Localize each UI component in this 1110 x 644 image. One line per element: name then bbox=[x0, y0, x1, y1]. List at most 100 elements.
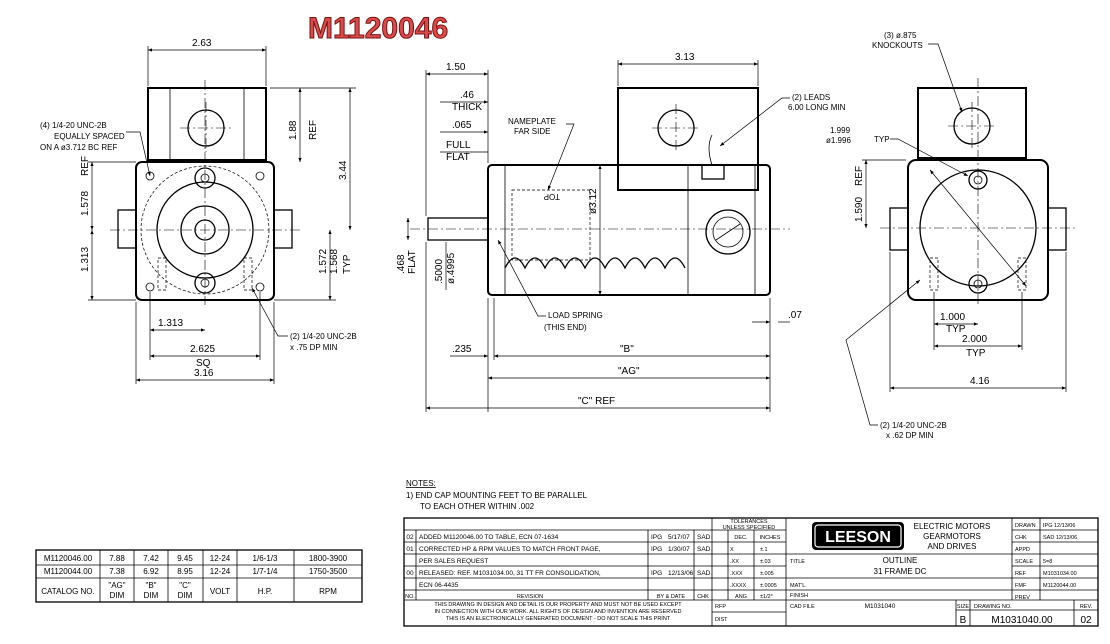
size-value: B bbox=[960, 615, 967, 626]
block-label: DRAWN bbox=[1015, 523, 1036, 529]
tol-key: .XX bbox=[730, 559, 739, 565]
catalog-cell: M1120044.00 bbox=[44, 567, 93, 576]
block-label: APPD bbox=[1015, 547, 1030, 553]
dim-rear-typ: TYP bbox=[874, 135, 890, 144]
dim-b: "B" bbox=[620, 344, 634, 355]
catalog-header: "C" bbox=[179, 581, 191, 590]
revision-date: 5/17/07 bbox=[668, 534, 690, 541]
revision-header-chk: CHK bbox=[697, 594, 709, 600]
dim-c: "C" REF bbox=[578, 396, 615, 407]
dim-1-590: 1.590 bbox=[854, 197, 865, 222]
dim-3-44: 3.44 bbox=[338, 160, 349, 180]
block-value: 5=8 bbox=[1043, 559, 1052, 565]
revision-by: IPG bbox=[651, 546, 662, 553]
block-label: REF bbox=[1015, 571, 1027, 577]
dim-1-572: 1.572 bbox=[318, 249, 329, 274]
revision-no: 00 bbox=[406, 570, 414, 577]
dim-1-996: ø1.996 bbox=[826, 136, 851, 145]
leads-1: (2) LEADS bbox=[792, 93, 830, 102]
dim-235: .235 bbox=[452, 344, 472, 355]
side-view: TOP 1.50 3.13 .46 THICK .065 FULL FLAT .… bbox=[396, 52, 846, 412]
dim-4995: ø.4995 bbox=[446, 252, 457, 284]
catalog-header: H.P. bbox=[258, 587, 273, 596]
notes-line-2: TO EACH OTHER WITHIN .002 bbox=[420, 502, 535, 511]
revision-text: CORRECTED HP & RPM VALUES TO MATCH FRONT… bbox=[419, 546, 601, 553]
revision-date: 12/13/06 bbox=[668, 570, 694, 577]
knockouts-2: KNOCKOUTS bbox=[872, 41, 923, 50]
title-line: OUTLINE bbox=[883, 556, 918, 565]
dim-1-50: 1.50 bbox=[446, 62, 466, 73]
revision-header-no: NO. bbox=[405, 594, 415, 600]
dim-46: .46 bbox=[460, 90, 474, 101]
dim-1-313-h: 1.313 bbox=[158, 318, 183, 329]
tol-val: ±.03 bbox=[760, 559, 771, 565]
catalog-header: DIM bbox=[110, 591, 125, 600]
block-value: SAD 12/13/06 bbox=[1043, 535, 1077, 541]
catalog-header: DIM bbox=[144, 591, 159, 600]
block-label: FMF bbox=[1015, 583, 1027, 589]
block-label: PREV bbox=[1015, 595, 1030, 601]
conduit-box bbox=[147, 87, 267, 161]
dim-1-578: 1.578 bbox=[80, 191, 91, 216]
revision-no: 01 bbox=[406, 546, 414, 553]
catalog-header: CATALOG NO. bbox=[41, 587, 95, 596]
dim-468-flat: FLAT bbox=[407, 250, 418, 274]
matl-label: MAT'L. bbox=[790, 583, 807, 589]
catalog-cell: 7.88 bbox=[109, 554, 125, 563]
dim-3-13: 3.13 bbox=[675, 52, 695, 63]
load-spring-2: (THIS END) bbox=[544, 323, 587, 332]
load-spring-1: LOAD SPRING bbox=[548, 311, 603, 320]
block-value: IPG 12/13/06 bbox=[1043, 523, 1075, 529]
dist-label: DIST bbox=[715, 617, 728, 623]
dim-1-999: 1.999 bbox=[830, 126, 851, 135]
catalog-header: "AG" bbox=[108, 581, 125, 590]
revision-text: PER SALES REQUEST bbox=[419, 558, 488, 565]
revision-by: IPG bbox=[651, 534, 662, 541]
tol-key: X bbox=[730, 547, 734, 553]
rear-end-view: (3) ø.875 KNOCKOUTS 1.999 ø1.996 TYP 1.5… bbox=[826, 31, 1075, 440]
title-label: TITLE bbox=[790, 559, 805, 565]
dim-468: .468 bbox=[396, 254, 407, 274]
front-end-view: 2.63 1.88 REF 3.44 1.578 REF 1.313 1.572… bbox=[40, 38, 357, 384]
company-line: ELECTRIC MOTORS bbox=[914, 522, 991, 531]
dim-4-16: 4.16 bbox=[970, 376, 990, 387]
revision-chk: SAD bbox=[697, 546, 711, 553]
dim-1-568: 1.568 bbox=[329, 249, 340, 274]
dim-1-313-v: 1.313 bbox=[80, 247, 91, 272]
revision-chk: SAD bbox=[697, 570, 711, 577]
dim-2-625: 2.625 bbox=[190, 344, 215, 355]
revision-date: 1/30/07 bbox=[668, 546, 690, 553]
part-number: M1120046 bbox=[308, 12, 448, 45]
size-label: SIZE bbox=[957, 604, 970, 610]
note-holes-1: (4) 1/4-20 UNC-2B bbox=[40, 121, 107, 130]
rear-conduit-box bbox=[917, 87, 1027, 159]
tol-header: UNLESS SPECIFIED bbox=[723, 525, 776, 531]
note-tap-2: x .75 DP MIN bbox=[290, 343, 338, 352]
brush-cap bbox=[705, 209, 751, 255]
revision-text: ADDED M1120046.00 TO TABLE, ECN 07-1634 bbox=[419, 534, 559, 541]
tol-val: ±.005 bbox=[760, 571, 774, 577]
dim-3-16: 3.16 bbox=[194, 368, 214, 379]
note-holes-3: ON A ø3.712 BC REF bbox=[40, 143, 117, 152]
company-line: AND DRIVES bbox=[928, 542, 977, 551]
tol-ang-val: ±1/2° bbox=[760, 594, 773, 600]
catalog-cell: M1120046.00 bbox=[44, 554, 93, 563]
tol-header: TOLERANCES bbox=[730, 519, 768, 525]
revision-header-text: REVISION bbox=[517, 594, 543, 600]
revision-by: IPG bbox=[651, 570, 662, 577]
dim-1-000: 1.000 bbox=[940, 312, 965, 323]
dim-1-590-ref: REF bbox=[854, 166, 865, 186]
dim-1-578-ref: REF bbox=[80, 156, 91, 176]
catalog-cell: 12-24 bbox=[210, 554, 231, 563]
dim-full: FULL bbox=[446, 140, 471, 151]
catalog-header: RPM bbox=[319, 587, 337, 596]
catalog-cell: 1800-3900 bbox=[309, 554, 348, 563]
tol-key: .XXXX bbox=[730, 583, 747, 589]
catalog-header: VOLT bbox=[210, 587, 230, 596]
block-value: M1031034.00 bbox=[1043, 571, 1077, 577]
disclaimer: IN CONNECTION WITH OUR WORK. ALL RIGHTS … bbox=[435, 609, 682, 615]
leeson-logo bbox=[812, 522, 904, 550]
